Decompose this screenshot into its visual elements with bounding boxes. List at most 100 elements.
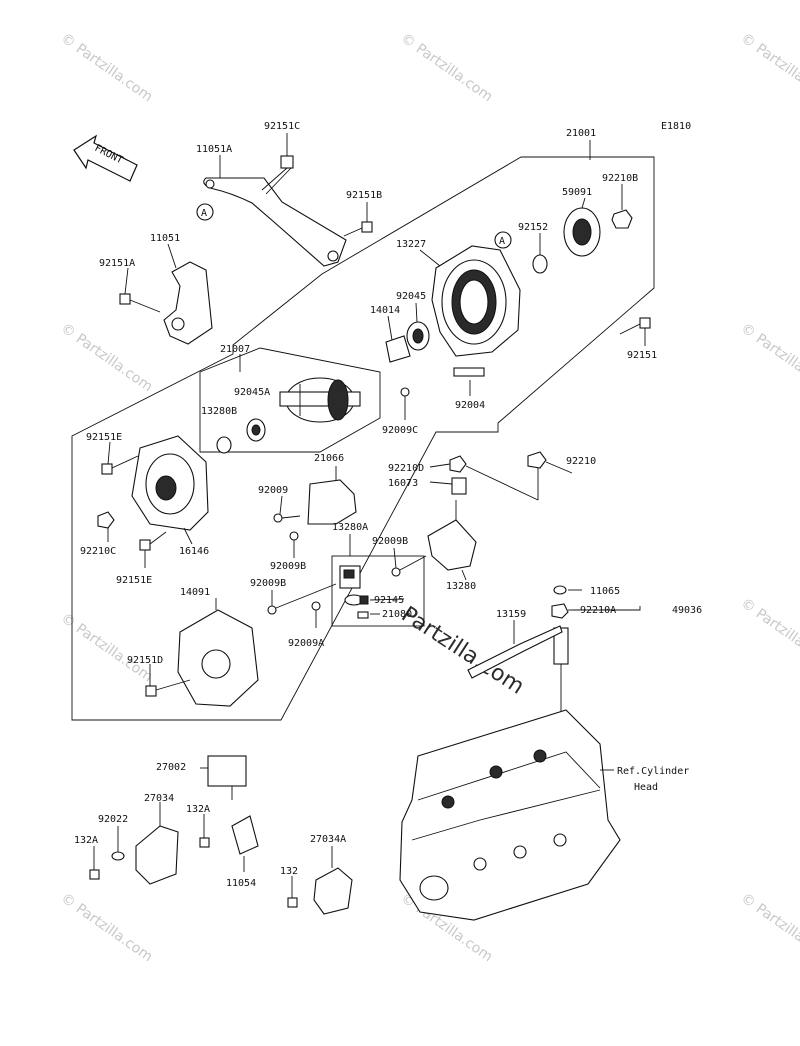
reference-a-marker: A [196,203,214,221]
part-label: 92151B [346,190,382,201]
spring-92145 [359,595,369,605]
part-label: 14091 [180,587,210,598]
bus-bar-13159 [467,620,563,679]
part-label: 92210D [388,463,424,474]
watermark: © Partzilla.com [738,30,800,105]
front-housing-13227 [419,245,521,357]
stud-92004 [453,367,485,396]
watermark: © Partzilla.com [738,595,800,670]
nut-92210b [611,184,633,229]
terminal-11065 [553,585,567,595]
part-label: 13280 [446,581,476,592]
watermark: © Partzilla.com [738,320,800,395]
part-label: 27034A [310,834,346,845]
brush-group-outline [331,555,425,627]
part-label: 14014 [370,305,400,316]
rotor-group-outline [199,347,381,453]
rear-housing-16146 [131,435,209,545]
regulator-21066 [307,466,357,525]
part-label: 13227 [396,239,426,250]
part-label: 27034 [144,793,174,804]
cylinder-head [399,709,621,921]
part-label: 92022 [98,814,128,825]
part-label: 92151 [627,350,657,361]
svg-text:A: A [201,208,207,219]
part-label: 13280A [332,522,368,533]
nut-92210a [551,603,569,619]
bracket-11051 [163,243,213,345]
part-label: 21080 [382,609,412,620]
screw-92009c [400,387,410,420]
part-label: 92045A [234,387,270,398]
leader-lines [369,461,582,615]
regulator-27034a [313,846,353,915]
nut-92210c [97,511,115,542]
rotor-21007 [279,377,361,423]
bolt-132a [199,814,210,848]
part-label: 92210 [566,456,596,467]
part-label: 13159 [496,609,526,620]
bolt-92151e [139,531,167,568]
bolt-132a [89,846,100,880]
part-label: 92009 [258,485,288,496]
part-label: 49036 [672,605,702,616]
nut-92210 [527,451,547,469]
part-label: 92210A [580,605,616,616]
part-labels: 92151C 11051A 21001 92151B 59091 92210B … [74,121,702,889]
part-label: 132A [186,804,210,815]
part-label: 16146 [179,546,209,557]
screw-92009b [391,547,427,577]
bolt-92151 [619,317,651,346]
part-label: 21007 [220,344,250,355]
part-label: 92009A [288,638,324,649]
bushing-16073 [451,477,467,495]
part-label: 92151C [264,121,300,132]
bearing-59091 [563,197,601,257]
reference-a-marker: A [494,231,512,249]
part-label: 92045 [396,291,426,302]
bolt-92151a [119,267,161,313]
bolt-92151b [343,202,373,237]
assembly-outline [71,156,655,721]
part-label: 92151E [86,432,122,443]
brush-holder-13280a [339,534,364,606]
rear-cover-14091 [177,598,259,707]
bracket-11051a [203,155,347,267]
diagram-code: E1810 [661,121,691,132]
front-arrow-icon: FRONT [73,134,138,182]
screw-92009a [311,601,321,628]
plate-14014 [385,315,411,363]
ref-cylinder-label: Ref.Cylinder [617,766,689,777]
ref-cylinder-label: Head [634,782,658,793]
relay-27002 [200,755,247,800]
part-label: 92009B [270,561,306,572]
washer-92152 [532,233,548,274]
watermark: © Partzilla.com [58,30,156,105]
bearing-92045a [246,418,266,442]
screw-92009b [267,583,337,615]
bolt-92151d [145,664,191,697]
part-label: 92009C [382,425,418,436]
watermark: © Partzilla.com [398,30,496,105]
part-label: 92145 [374,595,404,606]
watermark: © Partzilla.com [738,890,800,965]
bracket-11054 [231,815,259,872]
part-label: 92151A [99,258,135,269]
brush-21080 [357,611,369,619]
part-label: 11051 [150,233,180,244]
part-label: 59091 [562,187,592,198]
bolt-132 [287,876,298,908]
part-label: 13280B [201,406,237,417]
nut-92210d [449,455,467,473]
bolt-92151c [261,133,294,195]
washer-92022 [111,826,125,861]
part-label: 92151D [127,655,163,666]
screw-92009b [289,531,299,558]
part-label: 92210B [602,173,638,184]
part-label: 92009B [250,578,286,589]
part-label: 92151E [116,575,152,586]
part-label: 11051A [196,144,232,155]
part-label: 16073 [388,478,418,489]
part-label: 27002 [156,762,186,773]
